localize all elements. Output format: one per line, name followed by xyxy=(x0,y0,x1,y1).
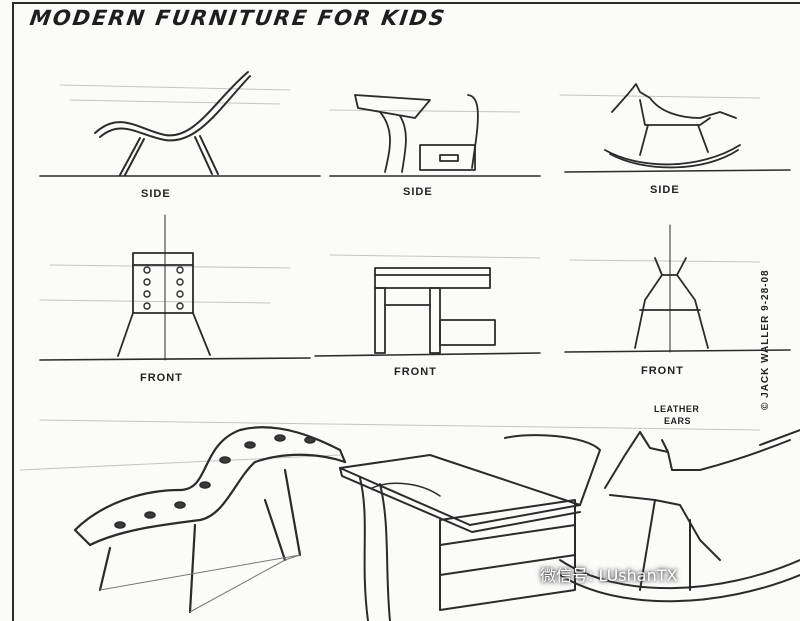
rocking-horse-perspective-sketch xyxy=(559,429,800,603)
label-chair-front: FRONT xyxy=(140,372,183,384)
chair-perspective-holes xyxy=(114,434,316,529)
label-horse-side: SIDE xyxy=(650,184,680,196)
rocking-horse-front-sketch xyxy=(634,224,709,353)
chair-front-sketch xyxy=(117,214,211,361)
chair-side-sketch xyxy=(94,71,251,176)
label-horse-front: FRONT xyxy=(641,365,684,377)
sheet-border xyxy=(12,2,800,621)
watermark-text: 微信号: LUshanTX xyxy=(540,566,678,585)
label-desk-front: FRONT xyxy=(394,366,437,378)
chair-perspective-sketch xyxy=(73,426,347,614)
label-desk-side: SIDE xyxy=(403,186,433,198)
shading-strokes xyxy=(19,84,761,471)
rocking-horse-side-sketch xyxy=(604,83,741,169)
label-chair-side: SIDE xyxy=(141,188,171,200)
desk-side-sketch xyxy=(354,94,479,173)
desk-front-sketch xyxy=(374,267,496,354)
ground-lines xyxy=(39,169,791,361)
artist-signature: © JACK WALLER 9-28-08 xyxy=(760,269,771,410)
label-ears: EARS xyxy=(664,416,692,426)
label-leather: LEATHER xyxy=(654,404,700,414)
chair-front-holes xyxy=(143,266,184,310)
desk-perspective-sketch xyxy=(339,434,601,621)
